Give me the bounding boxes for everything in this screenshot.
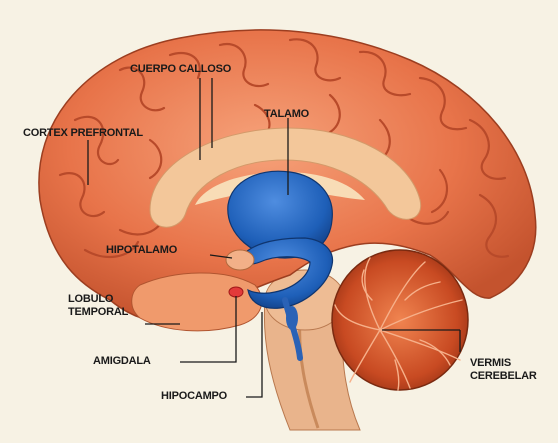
label-lobulo-line1: LOBULO: [68, 293, 128, 306]
cerebellum: [332, 250, 468, 390]
label-cuerpo-calloso: CUERPO CALLOSO: [130, 63, 231, 76]
label-vermis-line1: VERMIS: [470, 357, 537, 370]
label-amigdala: AMIGDALA: [93, 355, 151, 368]
label-hipotalamo: HIPOTALAMO: [106, 244, 177, 257]
label-temporal-line2: TEMPORAL: [68, 306, 128, 319]
temporal-lobe: [132, 273, 262, 331]
label-cerebelar-line2: CEREBELAR: [470, 370, 537, 383]
label-lobulo-temporal: LOBULO TEMPORAL: [68, 293, 128, 319]
hypothalamus: [226, 250, 254, 270]
label-hipocampo: HIPOCAMPO: [161, 390, 227, 403]
amygdala: [229, 287, 243, 297]
label-talamo: TALAMO: [264, 108, 309, 121]
label-cortex-prefrontal: CORTEX PREFRONTAL: [23, 127, 143, 140]
label-vermis-cerebelar: VERMIS CEREBELAR: [470, 357, 537, 383]
